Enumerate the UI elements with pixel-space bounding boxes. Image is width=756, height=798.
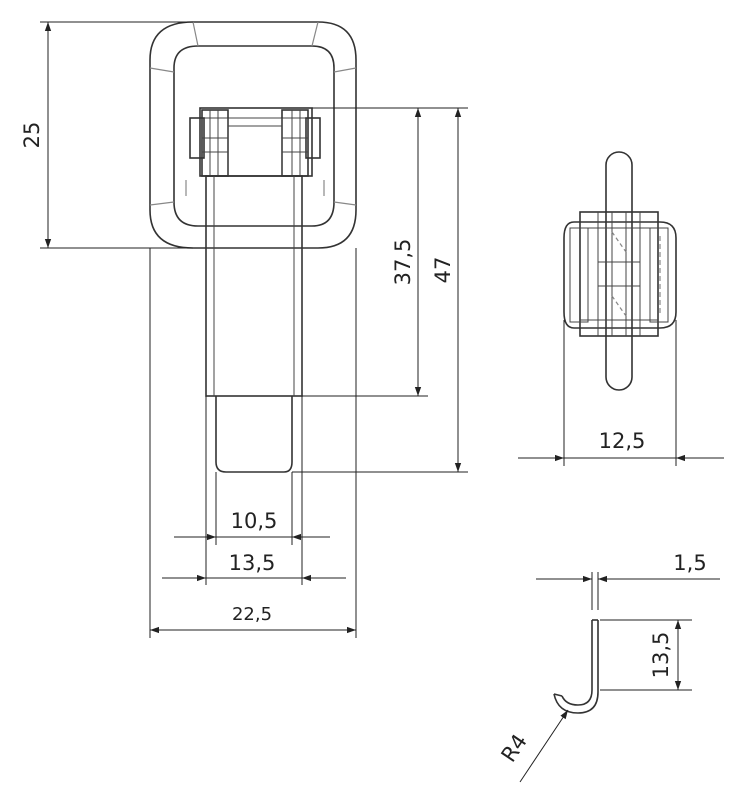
dim-10-5: 10,5: [174, 509, 330, 541]
dim-12-5-label: 12,5: [599, 429, 646, 453]
dim-47: 47: [292, 108, 468, 473]
dim-1-5: 1,5: [536, 551, 720, 610]
side-view: [563, 151, 677, 391]
dim-12-5: 12,5: [518, 320, 724, 466]
dim-25: 25: [20, 21, 193, 249]
hook: [561, 620, 593, 706]
dim-37-5: 37,5: [302, 107, 468, 397]
dim-hook-13-5: 13,5: [600, 619, 692, 691]
dim-hook-13-5-label: 13,5: [649, 632, 673, 679]
dim-37-5-label: 37,5: [391, 239, 415, 286]
frame-outer: [149, 21, 357, 249]
side-body: [579, 211, 659, 337]
front-view: [149, 21, 357, 473]
pin: [605, 151, 633, 391]
tab-body: [205, 175, 303, 397]
dim-r4: R4: [496, 709, 569, 783]
dim-22-5: 22,5: [150, 604, 356, 634]
hook-profile: [553, 619, 599, 714]
dim-1-5-label: 1,5: [673, 551, 706, 575]
dim-47-label: 47: [431, 257, 455, 284]
dim-r4-label: R4: [496, 730, 532, 767]
dim-10-5-label: 10,5: [231, 509, 278, 533]
dim-13-5-label: 13,5: [229, 551, 276, 575]
dim-13-5: 13,5: [162, 551, 346, 582]
hinge-left: [201, 109, 229, 177]
dim-25-label: 25: [20, 122, 44, 149]
hinge-right: [281, 109, 309, 177]
dim-22-5-label: 22,5: [232, 604, 272, 625]
tab-tongue: [215, 396, 293, 473]
frame-inner: [173, 45, 335, 227]
